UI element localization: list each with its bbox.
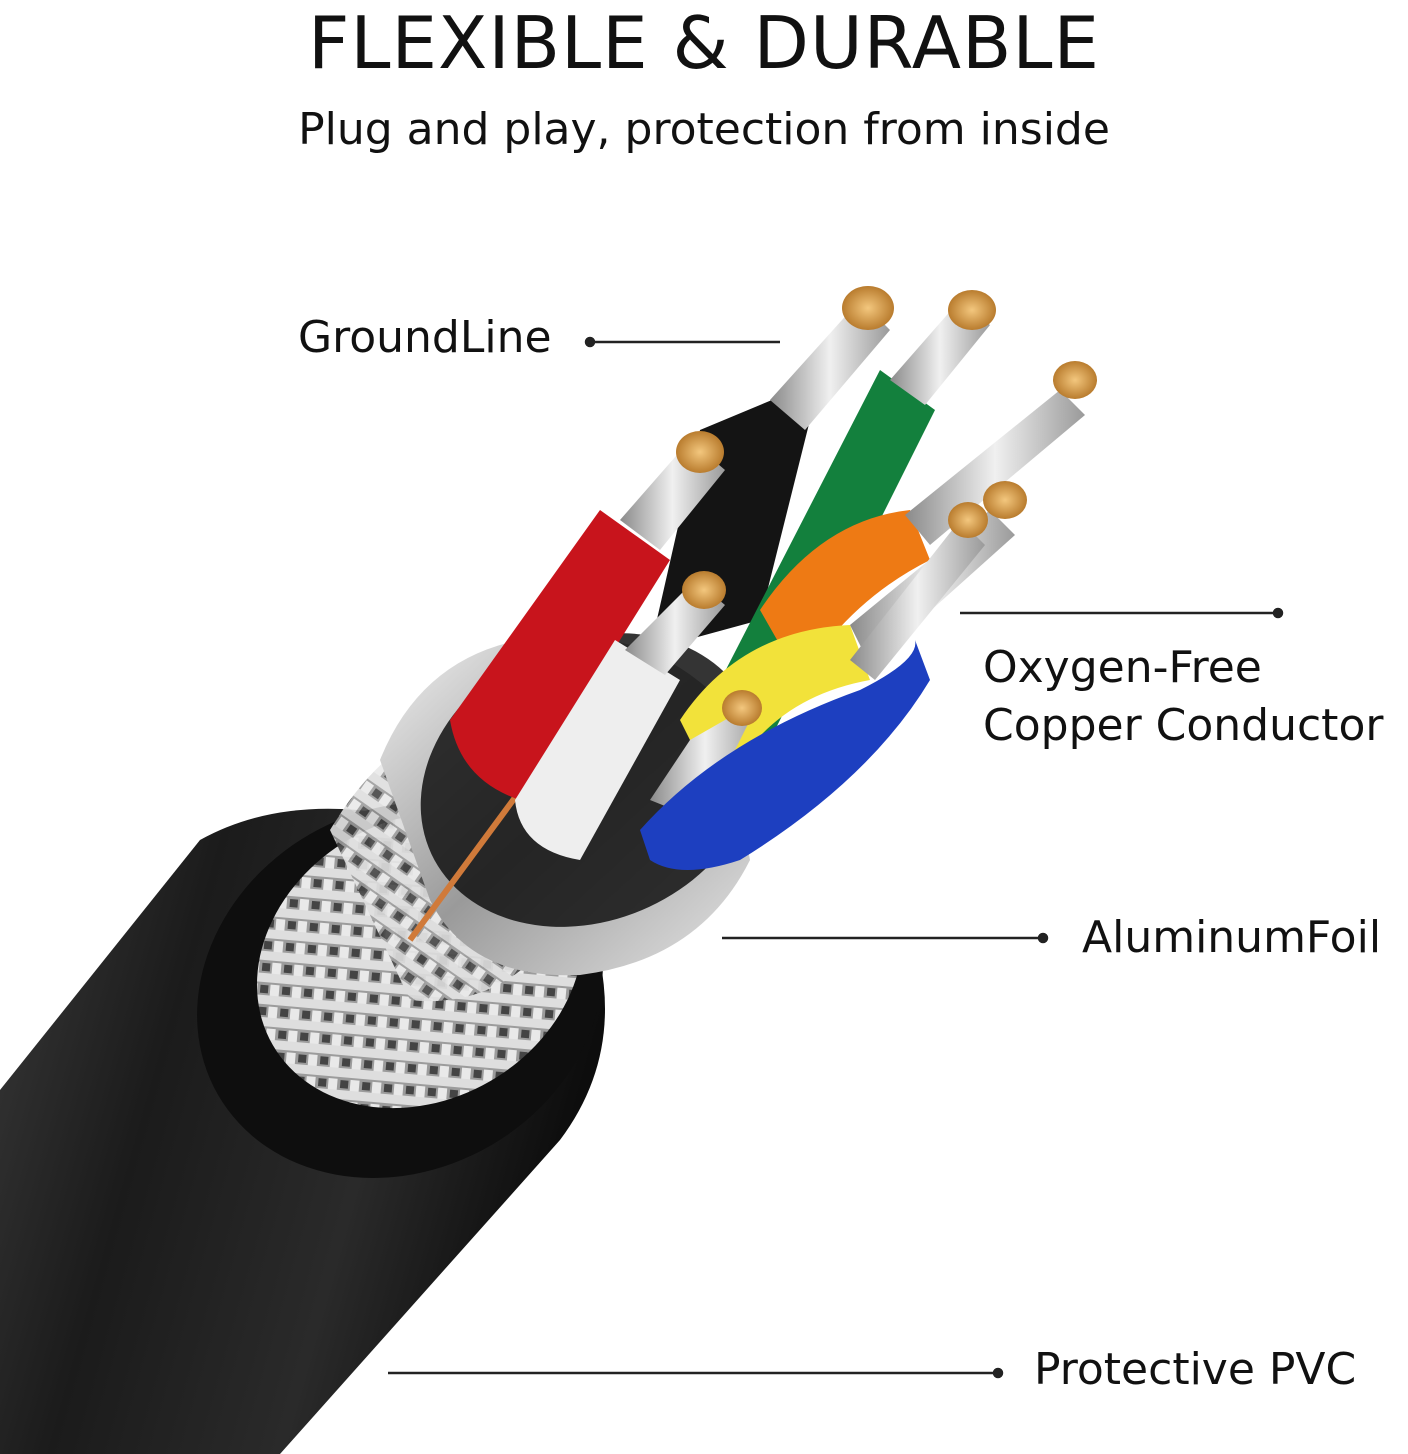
inner-wires xyxy=(450,286,1097,870)
page-subtitle: Plug and play, protection from inside xyxy=(298,104,1110,155)
protective-pvc-label: Protective PVC xyxy=(1034,1344,1357,1395)
copper-conductor-label-line2: Copper Conductor xyxy=(983,700,1384,751)
page-title: FLEXIBLE & DURABLE xyxy=(308,1,1100,85)
leader-lines xyxy=(388,336,1284,1379)
cable-cross-section-illustration xyxy=(0,286,1284,1454)
aluminum-foil-label: AluminumFoil xyxy=(1082,912,1382,963)
ground-line-label: GroundLine xyxy=(298,312,552,363)
copper-conductor-label-line1: Oxygen-Free xyxy=(983,642,1262,693)
